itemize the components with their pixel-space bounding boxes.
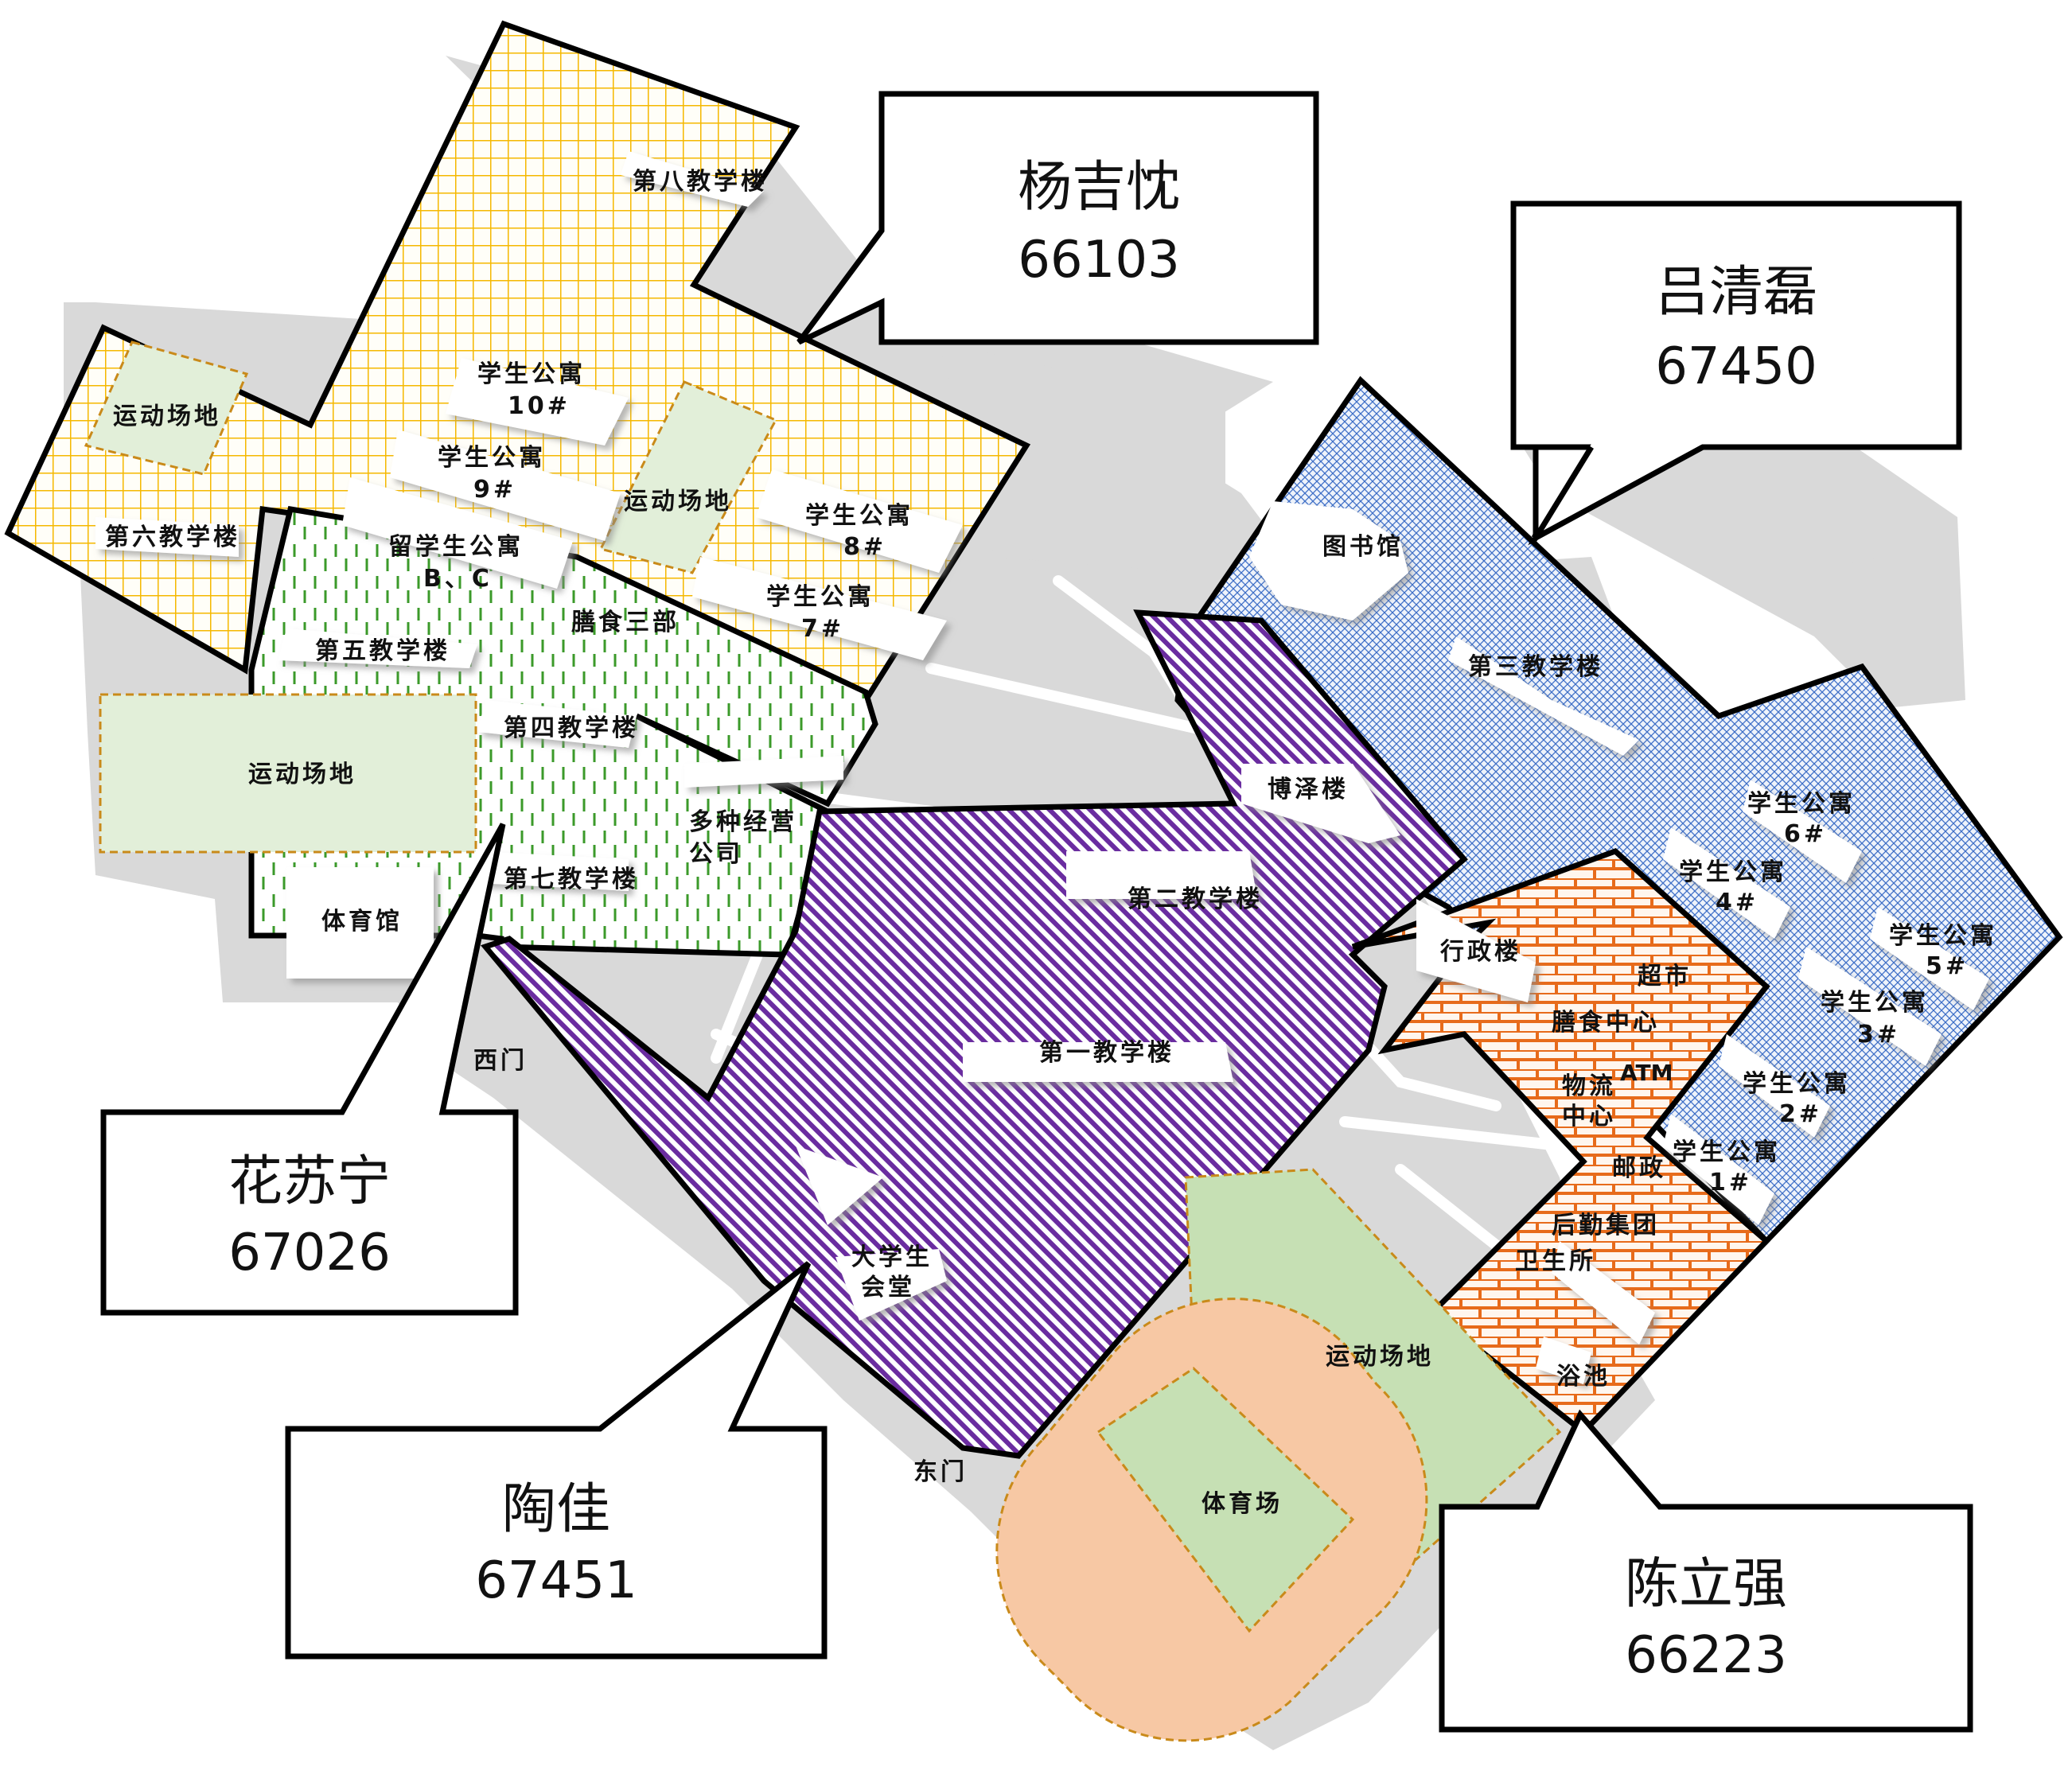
stadium [995, 1298, 1428, 1742]
label-apt-10-num: 10# [508, 392, 571, 420]
label-hall-b: 会堂 [861, 1274, 915, 1302]
callout-west-number: 67026 [228, 1224, 391, 1282]
label-supermarket: 超市 [1638, 963, 1692, 990]
label-post: 邮政 [1612, 1154, 1666, 1182]
label-apt-9: 学生公寓 [438, 444, 546, 472]
label-teaching-4: 第四教学楼 [504, 714, 639, 742]
label-admin: 行政楼 [1439, 938, 1521, 966]
label-gym: 体育馆 [321, 908, 403, 936]
callout-south: 陶佳 67451 [285, 1261, 828, 1660]
label-apt-9-num: 9# [473, 476, 516, 504]
label-apt-3-num: 3# [1857, 1021, 1900, 1049]
label-sports-field-center: 运动场地 [624, 488, 732, 516]
label-multi-biz-co: 公司 [689, 840, 743, 868]
label-logistics-center: 中心 [1562, 1103, 1616, 1130]
label-teaching-6: 第六教学楼 [105, 523, 240, 551]
callout-northeast-name: 吕清磊 [1655, 261, 1817, 324]
buildings [95, 151, 1989, 1384]
label-teaching-8: 第八教学楼 [633, 168, 768, 196]
label-library: 图书馆 [1322, 533, 1404, 561]
callout-southeast-number: 66223 [1625, 1626, 1787, 1685]
label-apt-1-num: 1# [1709, 1169, 1752, 1197]
label-sports-field-w: 运动场地 [248, 761, 356, 788]
label-apt-6: 学生公寓 [1747, 790, 1856, 818]
label-apt-7: 学生公寓 [766, 583, 874, 611]
label-clinic: 卫生所 [1515, 1247, 1596, 1275]
callout-south-name: 陶佳 [502, 1478, 610, 1541]
label-apt-6-num: 6# [1784, 820, 1827, 848]
label-sports-field-nw: 运动场地 [113, 403, 221, 430]
label-teaching-5: 第五教学楼 [315, 637, 450, 665]
label-bath: 浴池 [1556, 1363, 1610, 1391]
label-teaching-7: 第七教学楼 [504, 866, 639, 893]
label-teaching-1: 第一教学楼 [1039, 1039, 1174, 1067]
label-logistics-group: 后勤集团 [1552, 1212, 1660, 1239]
label-apt-10: 学生公寓 [477, 360, 586, 388]
callout-southeast: 陈立强 66223 [1439, 1409, 1973, 1733]
label-west-gate: 西门 [473, 1047, 528, 1075]
label-dining-center: 膳食中心 [1552, 1009, 1660, 1037]
label-atm: ATM [1620, 1060, 1673, 1086]
callout-west-name: 花苏宁 [228, 1150, 391, 1213]
label-teaching-3: 第三教学楼 [1468, 653, 1603, 681]
label-logistics: 物流 [1562, 1072, 1616, 1100]
map-labels: 第八教学楼 第六教学楼 运动场地 学生公寓 10# 学生公寓 9# 运动场地 学… [105, 168, 1997, 1518]
callout-west: 花苏宁 67026 [100, 823, 519, 1316]
label-apt-4: 学生公寓 [1679, 858, 1787, 886]
label-intl-apt-bc: B、C [423, 565, 493, 593]
callout-south-number: 67451 [475, 1551, 637, 1610]
zone-center-purple [481, 609, 1468, 1459]
label-apt-2-num: 2# [1779, 1100, 1822, 1128]
callout-northeast: 吕清磊 67450 [1510, 200, 1962, 547]
label-apt-3: 学生公寓 [1821, 989, 1929, 1017]
label-dining-3: 膳食三部 [571, 609, 680, 636]
sports-fields [84, 340, 1562, 1562]
label-teaching-2: 第二教学楼 [1128, 885, 1263, 913]
label-sports-field-se: 运动场地 [1326, 1343, 1434, 1371]
label-intl-apt: 留学生公寓 [388, 533, 524, 561]
label-east-gate: 东门 [913, 1458, 968, 1486]
label-apt-2: 学生公寓 [1743, 1070, 1851, 1098]
zone-east-orange [1351, 847, 1771, 1436]
callout-northeast-number: 67450 [1655, 337, 1817, 396]
label-stadium: 体育场 [1202, 1490, 1283, 1518]
callout-north-name: 杨吉忱 [1018, 156, 1180, 219]
label-apt-8: 学生公寓 [805, 502, 913, 530]
label-apt-5-num: 5# [1926, 952, 1969, 980]
label-apt-1: 学生公寓 [1673, 1138, 1781, 1166]
label-hall: 大学生 [851, 1243, 933, 1271]
callout-north: 杨吉忱 66103 [796, 91, 1319, 345]
label-apt-5: 学生公寓 [1889, 922, 1997, 950]
label-apt-7-num: 7# [801, 615, 844, 643]
callout-north-number: 66103 [1018, 231, 1180, 290]
label-boze: 博泽楼 [1268, 776, 1349, 804]
label-multi-biz: 多种经营 [689, 808, 797, 836]
label-apt-4-num: 4# [1716, 889, 1758, 916]
callout-southeast-name: 陈立强 [1625, 1553, 1787, 1616]
label-apt-8-num: 8# [843, 533, 886, 561]
